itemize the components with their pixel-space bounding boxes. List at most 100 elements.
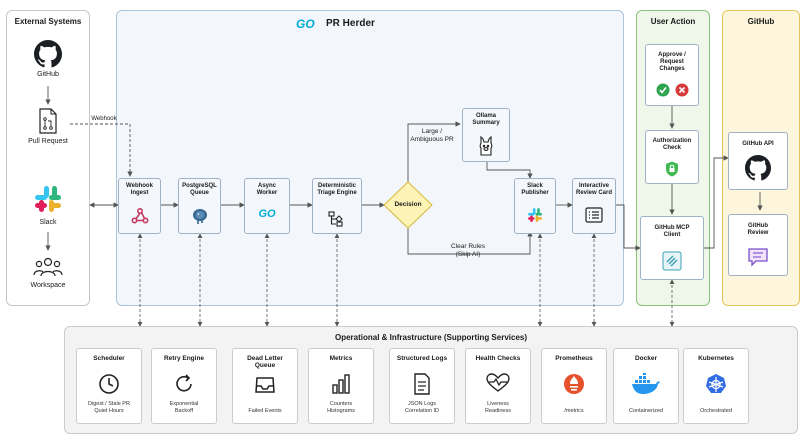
decision-label: Decision (394, 201, 422, 208)
async-worker-label: Async Worker (256, 183, 278, 196)
external-systems-panel: External Systems (6, 10, 90, 306)
decision-diamond (383, 181, 433, 229)
service-name: Scheduler (93, 355, 125, 362)
clear-rules-edge-label: Clear Rules (Skip AI) (451, 243, 485, 258)
arrow-decision-ollama (407, 121, 461, 182)
service-name: Structured Logs (396, 355, 448, 362)
review-card-label: Interactive Review Card (575, 183, 612, 196)
triage-engine-node: Deterministic Triage Engine (312, 178, 362, 234)
mcp-client-label: GitHub MCP Client (654, 225, 690, 238)
postgres-queue-label: PostgreSQL Queue (182, 183, 217, 196)
docker-icon (632, 373, 660, 394)
pull-request-icon (39, 108, 57, 134)
service-name: Dead Letter Queue (247, 355, 283, 369)
document-icon (414, 373, 430, 395)
service-desc: Digest / Stale PR Quiet Hours (88, 401, 130, 414)
service-name: Metrics (329, 355, 353, 362)
clock-icon (99, 374, 119, 394)
service-structured-logs: Structured Logs JSON Logs Correlation ID (389, 348, 455, 424)
service-desc: Containerized (629, 408, 663, 414)
service-desc: Orchestrated (700, 408, 732, 414)
pr-herder-title: PR Herder (326, 18, 375, 29)
service-name: Prometheus (555, 355, 593, 362)
arrow-mcp-api (704, 155, 729, 249)
github-api-label: GitHub API (742, 141, 774, 147)
service-desc: Counters Histograms (327, 401, 355, 414)
webhook-ingest-label: Webhook Ingest (126, 183, 153, 196)
webhook-edge-label: Webhook (91, 116, 117, 122)
ollama-summary-node: Ollama Summary (462, 108, 510, 162)
postgres-queue-node: PostgreSQL Queue (178, 178, 221, 234)
reject-x-icon (675, 83, 689, 97)
mcp-icon (662, 251, 682, 271)
workspace-icon (33, 257, 63, 277)
github-review-node: GitHub Review (728, 214, 788, 276)
kubernetes-icon (706, 374, 726, 393)
review-card-node: Interactive Review Card (572, 178, 616, 234)
lock-icon (666, 161, 678, 177)
arrow-ollama-slack (486, 162, 533, 179)
heartbeat-icon (486, 373, 510, 392)
approve-check-icon (656, 83, 670, 97)
inbox-icon (255, 377, 275, 393)
async-worker-node: Async Worker GO (244, 178, 290, 234)
slack-publisher-node: Slack Publisher (514, 178, 556, 234)
go-logo-icon: GO (296, 17, 315, 31)
arrow-card-mcp (616, 204, 641, 251)
webhook-ingest-node: Webhook Ingest (118, 178, 161, 234)
github-label: GitHub (37, 71, 59, 78)
github-api-icon (745, 155, 771, 181)
workspace-label: Workspace (30, 282, 66, 289)
service-desc: JSON Logs Correlation ID (405, 401, 439, 414)
service-desc: Exponential Backoff (169, 401, 199, 414)
postgres-icon (192, 209, 207, 224)
slack-label: Slack (39, 219, 57, 226)
user-action-title: User Action (650, 17, 696, 26)
slack-icon (35, 186, 61, 212)
github-api-node: GitHub API (728, 132, 788, 190)
service-name: Kubernetes (698, 355, 734, 362)
slack-small-icon (528, 208, 542, 222)
service-retry-engine: Retry Engine Exponential Backoff (151, 348, 217, 424)
service-scheduler: Scheduler Digest / Stale PR Quiet Hours (76, 348, 142, 424)
service-name: Health Checks (475, 355, 521, 362)
service-desc: /metrics (564, 408, 584, 414)
arrow-decision-clear (407, 228, 533, 255)
ollama-icon (479, 135, 493, 156)
service-dead-letter-queue: Dead Letter Queue Failed Events (232, 348, 298, 424)
ops-title: Operational & Infrastructure (Supporting… (334, 333, 528, 342)
go-worker-icon: GO (258, 208, 276, 220)
service-metrics: Metrics Counters Histograms (308, 348, 374, 424)
ollama-summary-label: Ollama Summary (472, 113, 500, 126)
github-icon (34, 40, 62, 68)
prometheus-icon (564, 374, 584, 394)
mcp-client-node: GitHub MCP Client (640, 216, 704, 280)
github-review-label: GitHub Review (747, 223, 769, 236)
card-icon (585, 207, 603, 223)
webhook-icon (130, 207, 149, 224)
review-comment-icon (748, 248, 768, 267)
retry-icon (176, 374, 192, 392)
service-docker: Docker Containerized (613, 348, 679, 424)
bar-chart-icon (332, 374, 350, 394)
service-name: Docker (634, 355, 658, 362)
slack-publisher-label: Slack Publisher (521, 183, 549, 196)
pull-request-label: Pull Request (28, 138, 68, 145)
authorization-check-node: Authorization Check (645, 130, 699, 184)
approve-request-label: Approve / Request Changes (658, 52, 686, 72)
triage-engine-label: Deterministic Triage Engine (317, 183, 357, 196)
service-desc: Failed Events (248, 408, 282, 414)
authorization-check-label: Authorization Check (652, 138, 692, 151)
large-pr-edge-label: Large / Ambiguous PR (410, 128, 454, 143)
approve-request-node: Approve / Request Changes (645, 44, 699, 106)
pr-herder-header: GO PR Herder (296, 17, 416, 31)
flowchart-icon (328, 211, 343, 227)
external-systems-title: External Systems (14, 17, 82, 26)
service-prometheus: Prometheus /metrics (541, 348, 607, 424)
arrow-webhook (70, 123, 133, 177)
service-health-checks: Health Checks Liveness Readiness (465, 348, 531, 424)
service-kubernetes: Kubernetes Orchestrated (683, 348, 749, 424)
service-name: Retry Engine (163, 355, 205, 362)
service-desc: Liveness Readiness (485, 401, 511, 414)
